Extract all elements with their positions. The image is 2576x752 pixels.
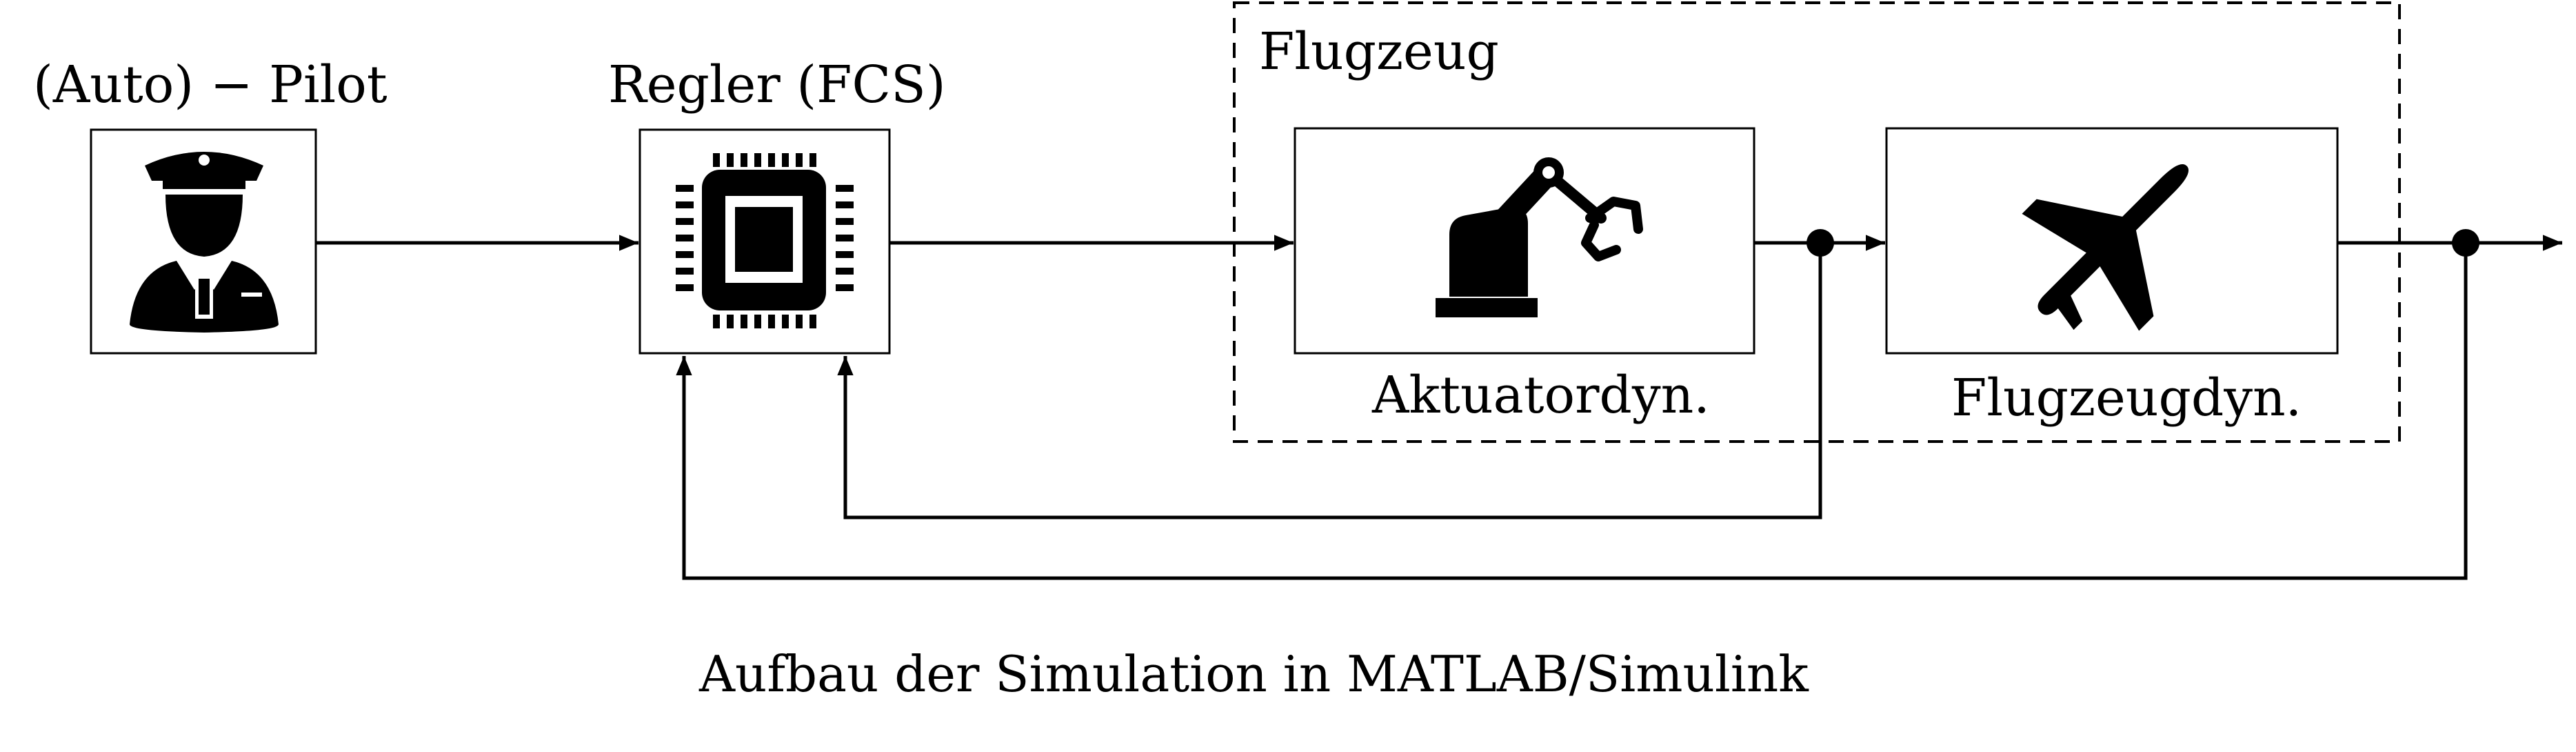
actuator-label: Aktuatordyn.: [1371, 366, 1710, 425]
branch-point-actuator: [1807, 229, 1834, 257]
robot-arm-icon: [1436, 157, 1643, 317]
flight-dynamics-label: Flugzeugdyn.: [1951, 368, 2302, 428]
aircraft-feedback-line: [676, 243, 2468, 580]
pilot-label: (Auto) − Pilot: [33, 55, 388, 115]
pilot-icon: [130, 152, 279, 333]
aircraft-group-label: Flugzeug: [1259, 22, 1499, 81]
branch-point-output: [2452, 229, 2479, 257]
diagram-caption: Aufbau der Simulation in MATLAB/Simulink: [698, 645, 1809, 703]
aircraft-group-frame: [1233, 1, 2401, 443]
controller-label: Regler (FCS): [608, 55, 946, 115]
actuator-feedback-line: [837, 243, 1822, 520]
signal-lines: [316, 235, 2562, 580]
chip-icon: [676, 153, 854, 328]
airplane-icon: [2022, 164, 2189, 331]
